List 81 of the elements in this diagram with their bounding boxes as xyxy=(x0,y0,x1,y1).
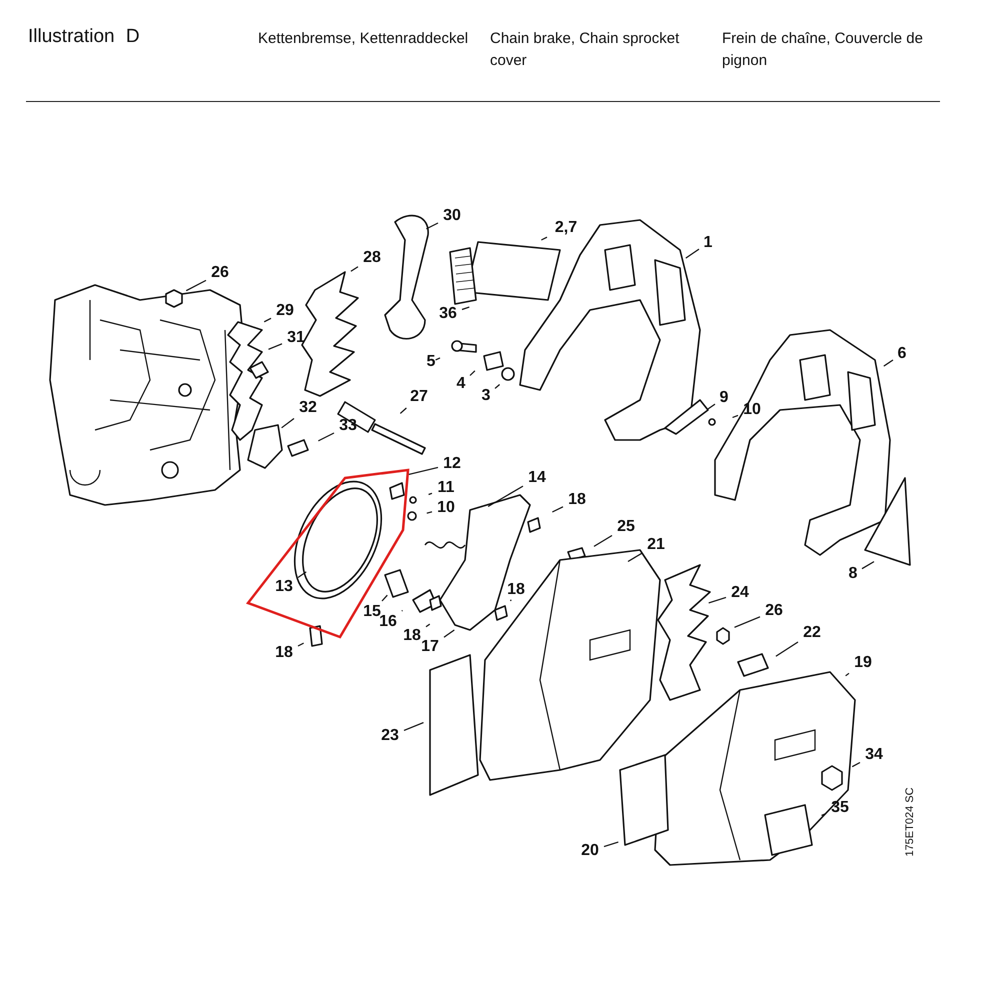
leader-line xyxy=(488,486,524,508)
callout-number: 2,7 xyxy=(554,219,578,237)
callout-number: 35 xyxy=(830,799,850,817)
leader-line xyxy=(298,642,304,647)
header-text: Frein de chaîne, Couvercle de pignon xyxy=(722,29,924,71)
callout-number: 10 xyxy=(436,499,456,517)
callout-number: 18 xyxy=(274,644,294,662)
callout-number: 23 xyxy=(380,727,400,745)
drawing-code: 175ET024 SC xyxy=(904,787,916,857)
leader-line xyxy=(426,511,432,514)
leader-line xyxy=(382,594,388,602)
leader-line xyxy=(404,722,424,731)
callout-number: 10 xyxy=(742,401,762,419)
callout-number: 27 xyxy=(409,388,429,406)
leader-line xyxy=(318,432,334,442)
callout-number: 31 xyxy=(286,329,306,347)
leader-line xyxy=(494,384,500,389)
callout-number: 3 xyxy=(480,387,492,405)
leader-line xyxy=(862,561,874,570)
leader-line xyxy=(350,266,358,272)
leader-line xyxy=(552,506,564,513)
callout-number: 6 xyxy=(896,345,908,363)
leader-line xyxy=(541,236,548,241)
callout-number: 29 xyxy=(275,302,295,320)
leader-line xyxy=(821,813,826,816)
callout-number: 36 xyxy=(438,305,458,323)
leader-line xyxy=(594,534,612,547)
leader-line xyxy=(264,318,272,322)
leader-line xyxy=(734,616,760,628)
callout-number: 24 xyxy=(730,584,750,602)
leader-line xyxy=(852,762,860,768)
callout-number: 18 xyxy=(402,627,422,645)
callout-number: 17 xyxy=(420,638,440,656)
callout-number: 21 xyxy=(646,536,666,554)
leader-line xyxy=(426,222,438,230)
leader-line xyxy=(401,610,403,612)
leader-line xyxy=(186,280,206,292)
leader-line xyxy=(281,418,294,428)
leader-line xyxy=(685,248,700,259)
callout-number: 25 xyxy=(616,518,636,536)
callout-number: 19 xyxy=(853,654,873,672)
callout-number: 1 xyxy=(702,234,714,252)
callout-number: 20 xyxy=(580,842,600,860)
leader-line xyxy=(604,842,618,848)
leader-line xyxy=(708,596,726,604)
leader-line xyxy=(444,630,455,638)
leader-line xyxy=(707,404,716,410)
leader-line xyxy=(462,306,470,310)
callout-number: 5 xyxy=(426,353,436,371)
leader-line xyxy=(408,466,438,475)
callout-number: 26 xyxy=(764,602,784,620)
leader-line xyxy=(883,360,894,367)
callout-number: 18 xyxy=(567,491,587,509)
callout-number: 30 xyxy=(442,207,462,225)
callout-number: 28 xyxy=(362,249,382,267)
leader-line xyxy=(426,624,430,628)
leader-line xyxy=(435,357,440,360)
callout-number: 22 xyxy=(802,624,822,642)
callout-number: 13 xyxy=(274,578,294,596)
callout-number: 11 xyxy=(436,479,456,497)
leader-line xyxy=(732,414,738,418)
leader-line xyxy=(428,492,432,496)
header-text: Chain brake, Chain sprocket cover xyxy=(490,29,680,71)
header-text: Kettenbremse, Kettenraddeckel xyxy=(258,29,470,49)
leader-line xyxy=(845,672,850,676)
callout-number: 26 xyxy=(210,264,230,282)
callout-number: 32 xyxy=(298,399,318,417)
callout-number: 8 xyxy=(848,565,858,583)
leader-line xyxy=(470,370,476,376)
callout-number: 14 xyxy=(527,469,547,487)
callout-number: 12 xyxy=(442,455,462,473)
leader-line xyxy=(628,552,642,562)
diagram-title: Illustration D xyxy=(28,26,140,48)
leader-line xyxy=(776,642,798,657)
leader-line xyxy=(268,343,282,350)
leader-line xyxy=(298,571,307,578)
callout-number: 18 xyxy=(506,581,526,599)
callout-number: 4 xyxy=(456,375,466,393)
callout-number: 34 xyxy=(864,746,884,764)
callout-number: 9 xyxy=(718,389,730,407)
leader-line xyxy=(400,408,407,414)
